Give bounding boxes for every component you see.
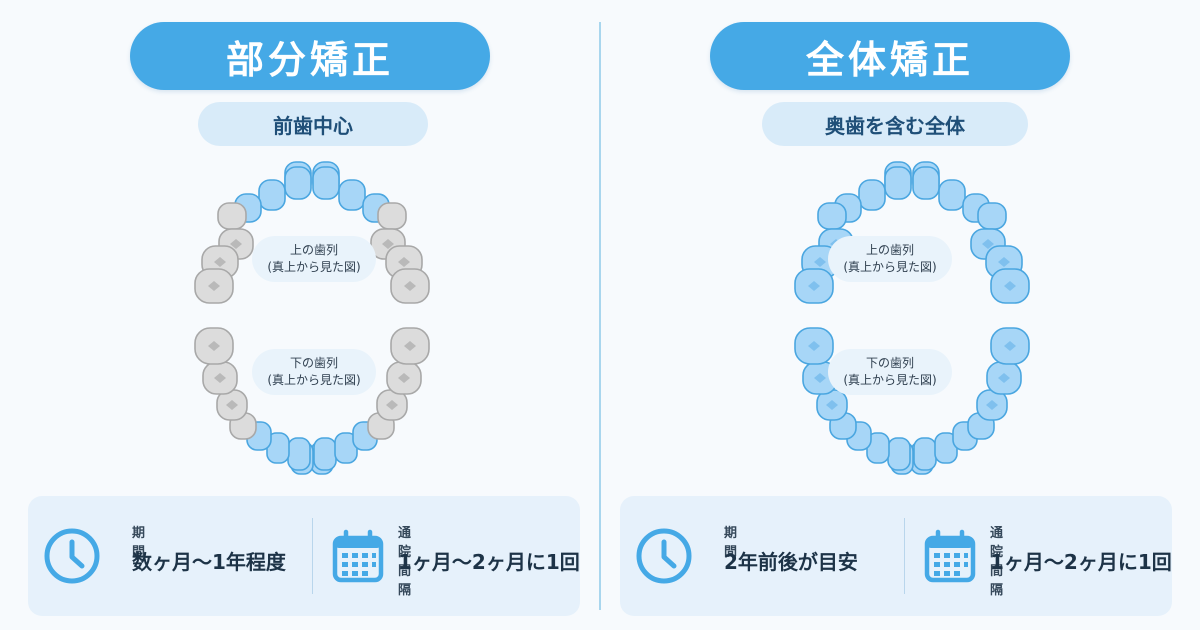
clock-icon — [636, 528, 692, 584]
panel-subtitle: 奥歯を含む全体 — [762, 102, 1028, 146]
visit-interval-value: 1ヶ月〜2ヶ月に1回 — [398, 550, 580, 574]
visit-interval-value: 1ヶ月〜2ヶ月に1回 — [990, 550, 1172, 574]
panel-title: 部分矯正 — [130, 22, 490, 90]
period-caption: 期間 — [724, 526, 738, 560]
center-divider — [599, 22, 601, 610]
dental-arch-diagram — [194, 161, 430, 475]
calendar-icon — [924, 529, 976, 583]
upper-arch-label: 上の歯列 (真上から見た図) — [252, 236, 376, 282]
full-orthodontics-panel: 全体矯正 奥歯を含む全体 上の歯列 (真上から見た図) 下の歯列 (真上から見た… — [600, 0, 1200, 630]
lower-arch-label: 下の歯列 (真上から見た図) — [828, 349, 952, 395]
lower-arch-label-note: (真上から見た図) — [843, 373, 937, 387]
visit-interval-caption: 通院間隔 — [990, 526, 1004, 598]
info-box: 期間 2年前後が目安 通院間隔 1ヶ月〜2ヶ月に1回 — [620, 496, 1172, 616]
lower-arch-label-title: 下の歯列 — [289, 356, 338, 370]
upper-arch-label-note: (真上から見た図) — [843, 260, 937, 274]
clock-icon — [44, 528, 100, 584]
info-separator — [904, 518, 905, 594]
visit-interval-caption: 通院間隔 — [398, 526, 412, 598]
calendar-icon — [332, 529, 384, 583]
period-value: 2年前後が目安 — [724, 550, 858, 574]
partial-orthodontics-panel: 部分矯正 前歯中心 上の歯列 (真上から見た図) 下の歯列 (真上から見た図) … — [28, 22, 580, 616]
panel-title: 全体矯正 — [710, 22, 1070, 90]
panel-subtitle: 前歯中心 — [198, 102, 428, 146]
upper-arch-label-title: 上の歯列 — [289, 243, 338, 257]
lower-arch-label-title: 下の歯列 — [865, 356, 914, 370]
upper-arch-label: 上の歯列 (真上から見た図) — [828, 236, 952, 282]
period-value: 数ヶ月〜1年程度 — [132, 550, 286, 574]
info-box: 期間 数ヶ月〜1年程度 通院間隔 1ヶ月〜2ヶ月に1回 — [28, 496, 580, 616]
info-separator — [312, 518, 313, 594]
lower-arch-label: 下の歯列 (真上から見た図) — [252, 349, 376, 395]
upper-arch-label-note: (真上から見た図) — [267, 260, 361, 274]
dental-arch-diagram — [794, 161, 1030, 475]
period-caption: 期間 — [132, 526, 146, 560]
upper-arch-label-title: 上の歯列 — [865, 243, 914, 257]
lower-arch-label-note: (真上から見た図) — [267, 373, 361, 387]
